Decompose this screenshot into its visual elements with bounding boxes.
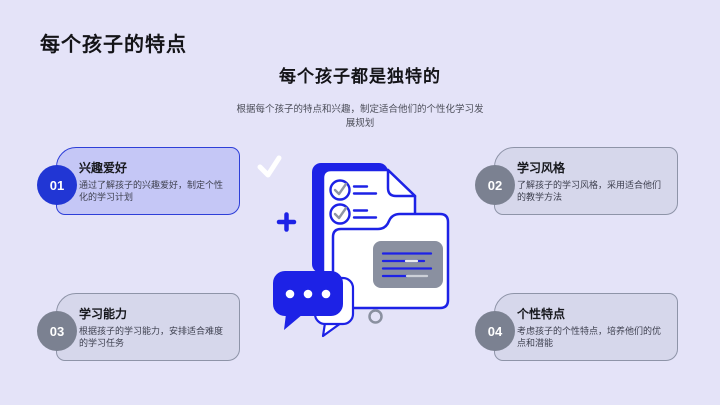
card-description: 考虑孩子的个性特点，培养他们的优点和潜能 <box>517 326 662 348</box>
card-number-badge: 04 <box>475 311 515 351</box>
chat-bubble-filled <box>273 271 343 330</box>
text-panel-icon <box>373 241 443 288</box>
folder-icon <box>331 212 450 310</box>
section-subtitle: 根据每个孩子的特点和兴趣，制定适合他们的个性化学习发展规划 <box>236 104 484 129</box>
page-title: 每个孩子的特点 <box>40 34 187 56</box>
card-title: 兴趣爱好 <box>79 161 128 175</box>
card-title: 个性特点 <box>517 307 566 321</box>
card-number-badge: 02 <box>475 165 515 205</box>
checklist-item-1 <box>329 179 378 201</box>
card-title: 学习能力 <box>79 307 128 321</box>
center-illustration <box>257 155 450 338</box>
circle-dot-icon <box>368 309 383 324</box>
checkmark-icon <box>257 155 282 178</box>
card-description: 根据孩子的学习能力，安排适合难度的学习任务 <box>79 326 224 348</box>
section-heading: 每个孩子都是独特的 <box>279 67 441 86</box>
feature-card-learning-style: 02 学习风格 了解孩子的学习风格，采用适合他们的教学方法 <box>475 147 678 215</box>
card-number-badge: 01 <box>37 165 77 205</box>
card-number-badge: 03 <box>37 311 77 351</box>
plus-icon <box>276 212 297 232</box>
feature-card-personality: 04 个性特点 考虑孩子的个性特点，培养他们的优点和潜能 <box>475 293 678 361</box>
card-description: 通过了解孩子的兴趣爱好，制定个性化的学习计划 <box>79 180 224 202</box>
chat-bubbles-icon <box>273 271 355 338</box>
card-description: 了解孩子的学习风格，采用适合他们的教学方法 <box>517 180 662 202</box>
feature-card-learning-ability: 03 学习能力 根据孩子的学习能力，安排适合难度的学习任务 <box>37 293 240 361</box>
card-title: 学习风格 <box>517 161 566 175</box>
feature-card-interests: 01 兴趣爱好 通过了解孩子的兴趣爱好，制定个性化的学习计划 <box>37 147 240 215</box>
checklist-item-2 <box>329 203 378 225</box>
